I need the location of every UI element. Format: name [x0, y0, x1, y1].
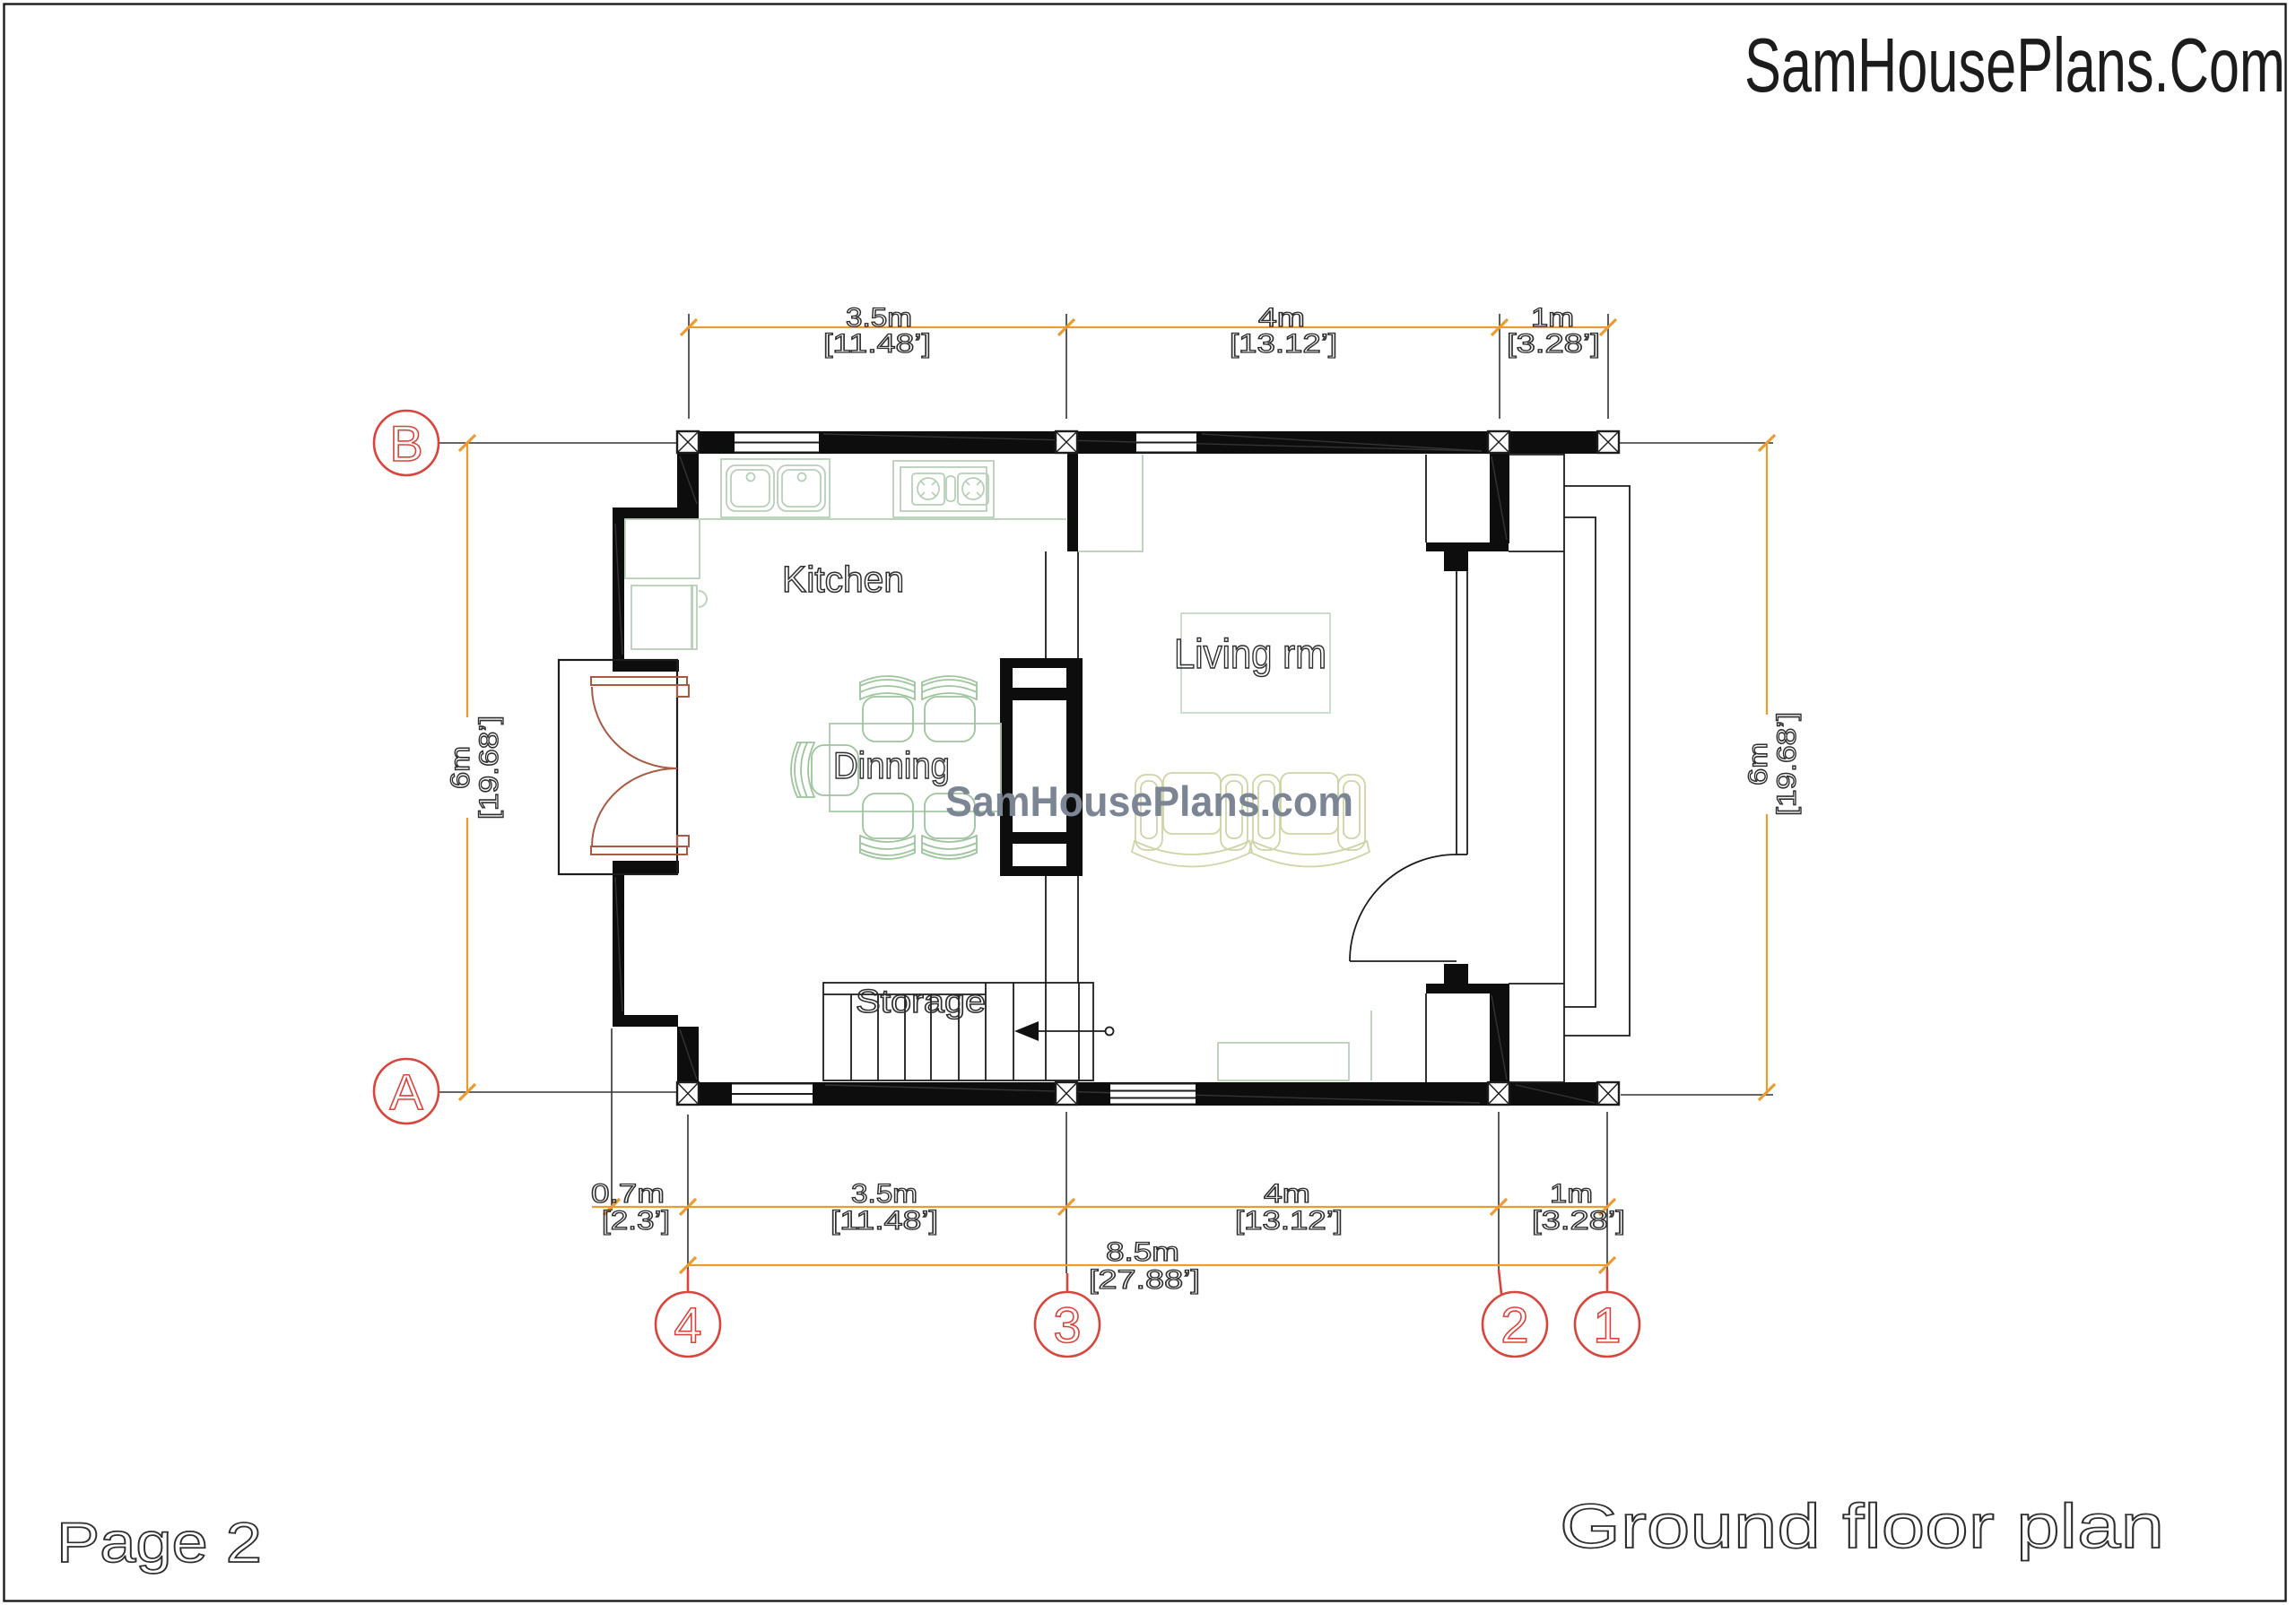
- svg-text:1m: 1m: [1550, 1179, 1593, 1209]
- svg-text:Living rm: Living rm: [1174, 630, 1326, 677]
- svg-text:6m: 6m: [446, 746, 475, 789]
- svg-text:Dinning: Dinning: [833, 744, 950, 786]
- svg-text:B: B: [389, 415, 422, 472]
- svg-text:4: 4: [674, 1297, 701, 1353]
- svg-text:3: 3: [1053, 1297, 1081, 1353]
- svg-text:[27.88’]: [27.88’]: [1089, 1265, 1200, 1295]
- svg-text:[19.68’]: [19.68’]: [1772, 712, 1802, 816]
- svg-text:[19.68’]: [19.68’]: [474, 716, 504, 820]
- svg-text:2: 2: [1500, 1297, 1528, 1353]
- svg-text:[11.48’]: [11.48’]: [831, 1206, 938, 1236]
- svg-text:Kitchen: Kitchen: [782, 559, 904, 600]
- svg-text:[2.3’]: [2.3’]: [602, 1206, 670, 1236]
- svg-text:[3.28’]: [3.28’]: [1532, 1206, 1625, 1236]
- svg-text:[3.28’]: [3.28’]: [1507, 329, 1600, 359]
- svg-text:Page 2: Page 2: [57, 1512, 262, 1575]
- svg-text:[13.12’]: [13.12’]: [1230, 329, 1337, 359]
- svg-text:[13.12’]: [13.12’]: [1235, 1206, 1343, 1236]
- svg-text:4m: 4m: [1264, 1179, 1310, 1209]
- svg-text:A: A: [389, 1063, 423, 1120]
- svg-text:6m: 6m: [1744, 742, 1773, 785]
- svg-text:SamHousePlans.Com: SamHousePlans.Com: [1744, 23, 2285, 108]
- svg-text:3.5m: 3.5m: [846, 303, 912, 333]
- svg-text:[11.48’]: [11.48’]: [823, 329, 931, 359]
- svg-text:Storage: Storage: [856, 983, 986, 1019]
- svg-text:Ground floor plan: Ground floor plan: [1560, 1491, 2164, 1561]
- svg-text:1m: 1m: [1531, 303, 1574, 333]
- svg-text:1: 1: [1593, 1297, 1621, 1353]
- svg-text:3.5m: 3.5m: [851, 1179, 918, 1209]
- svg-text:0.7m: 0.7m: [591, 1179, 665, 1209]
- svg-text:8.5m: 8.5m: [1106, 1237, 1179, 1267]
- svg-text:SamHousePlans.com: SamHousePlans.com: [945, 777, 1353, 825]
- svg-text:4m: 4m: [1258, 303, 1305, 333]
